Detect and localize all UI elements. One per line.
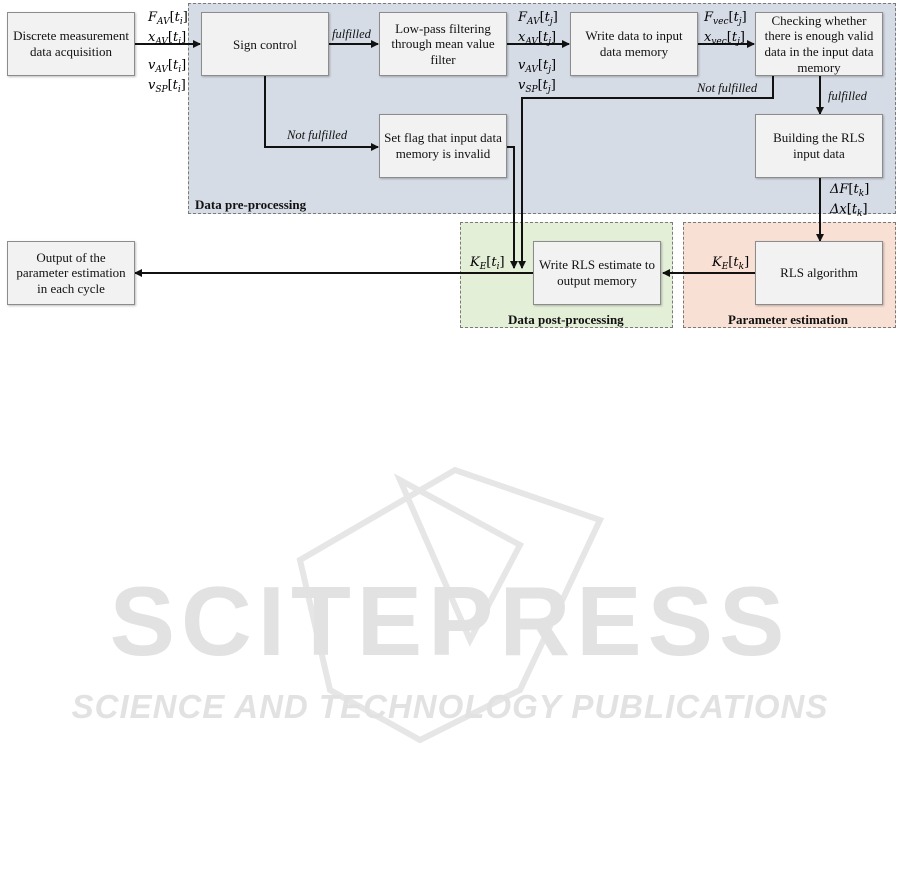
signals-rls-out: KE[tk] bbox=[712, 255, 762, 275]
region-label-pre: Data pre-processing bbox=[195, 197, 307, 212]
signals-acquisition-out: FAV[ti] xAV[ti] vAV[ti] vSP[ti] bbox=[148, 10, 188, 98]
box-sign-control: Sign control bbox=[201, 12, 329, 76]
watermark-line-2: SCIENCE AND TECHNOLOGY PUBLICATIONS bbox=[72, 688, 829, 725]
watermark-line-1: SCITEPRESS bbox=[110, 566, 791, 676]
signal-label: FAV[ti] bbox=[148, 10, 188, 27]
box-set-flag-invalid: Set flag that input data memory is inval… bbox=[379, 114, 507, 178]
signal-label: FAV[tj] bbox=[518, 10, 558, 27]
box-write-input-memory: Write data to input data memory bbox=[570, 12, 698, 76]
signal-label: ΔF[tk] bbox=[830, 182, 870, 199]
signal-label: KE[tk] bbox=[712, 255, 750, 272]
box-acquisition: Discrete measurement data acquisition bbox=[7, 12, 135, 76]
edge-setflag-to-writeout bbox=[506, 146, 518, 269]
signals-memory-out: Fvec[tj] xvec[tj] bbox=[704, 10, 754, 50]
signals-rls-in: ΔF[tk] Δx[tk] bbox=[830, 182, 880, 222]
signal-label: xvec[tj] bbox=[704, 30, 745, 47]
edge-checking-to-writeout bbox=[518, 76, 774, 269]
edge-label-fulfilled-1: fulfilled bbox=[332, 27, 371, 41]
signals-post-out: KE[ti] bbox=[470, 255, 520, 275]
signal-label: vSP[tj] bbox=[518, 78, 556, 95]
box-building-rls-input: Building the RLS input data bbox=[755, 114, 883, 178]
signal-label: Fvec[tj] bbox=[704, 10, 747, 27]
signal-label: vSP[ti] bbox=[148, 78, 186, 95]
box-rls-algorithm: RLS algorithm bbox=[755, 241, 883, 305]
signal-label: vAV[ti] bbox=[148, 58, 187, 75]
edge-label-not-fulfilled-1: Not fulfilled bbox=[287, 128, 348, 142]
box-lowpass-filter: Low-pass filtering through mean value fi… bbox=[379, 12, 507, 76]
box-checking-valid-data: Checking whether there is enough valid d… bbox=[755, 12, 883, 76]
signal-label: xAV[tj] bbox=[518, 30, 557, 47]
signals-filter-out: FAV[tj] xAV[tj] vAV[tj] vSP[tj] bbox=[518, 10, 566, 98]
signal-label: xAV[ti] bbox=[148, 30, 187, 47]
signal-label: vAV[tj] bbox=[518, 58, 557, 75]
signal-label: KE[ti] bbox=[470, 255, 505, 272]
signal-label: Δx[tk] bbox=[830, 202, 868, 219]
box-output-estimation: Output of the parameter estimation in ea… bbox=[7, 241, 135, 305]
edge-sign-to-setflag bbox=[264, 75, 379, 151]
region-label-post: Data post-processing bbox=[508, 312, 624, 327]
edge-label-fulfilled-2: fulfilled bbox=[828, 89, 867, 103]
edge-label-not-fulfilled-2: Not fulfilled bbox=[697, 81, 758, 95]
box-write-output-memory: Write RLS estimate to output memory bbox=[533, 241, 661, 305]
region-label-param: Parameter estimation bbox=[728, 312, 848, 327]
